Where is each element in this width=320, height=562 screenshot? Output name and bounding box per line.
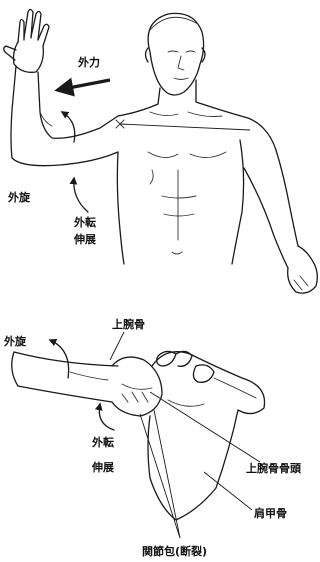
humeral-head-label: 上腕骨骨頭 — [246, 461, 302, 475]
extension-label: 伸展 — [73, 232, 97, 246]
humerus — [12, 352, 118, 402]
humerus-leader — [110, 332, 124, 360]
raised-hand — [4, 10, 49, 73]
force-arrow — [58, 80, 110, 90]
scapula — [148, 351, 265, 520]
top-figure: 外力 外旋 外転 伸展 — [4, 10, 318, 294]
joint-capsule-leader-2 — [154, 410, 180, 538]
abduction-extension-arrow — [74, 178, 88, 212]
abduction-label: 外転 — [73, 215, 96, 229]
lowered-arm — [244, 150, 317, 293]
humeral-head — [112, 357, 162, 416]
shoulder-axis-line — [120, 124, 250, 130]
bottom-extension-label: 伸展 — [91, 460, 115, 474]
force-label: 外力 — [77, 55, 100, 69]
humeral-head-leader — [150, 392, 260, 462]
joint-capsule-leader-1 — [140, 414, 180, 538]
scapula-label: 肩甲骨 — [254, 506, 287, 520]
bottom-abduction-label: 外転 — [91, 435, 114, 449]
bottom-external-rotation-label: 外旋 — [3, 334, 27, 348]
bottom-abduction-extension-arrow — [99, 404, 114, 430]
bottom-external-rotation-arrow — [50, 340, 69, 378]
bottom-figure: 外旋 上腕骨 外転 伸展 上腕骨骨頭 肩甲骨 関節包(断裂) — [3, 317, 302, 558]
scapula-leader — [204, 472, 252, 510]
torso — [117, 140, 243, 264]
humerus-label: 上腕骨 — [112, 317, 145, 331]
neck-shoulders — [118, 80, 276, 150]
joint-capsule-label: 関節包(断裂) — [142, 544, 207, 558]
external-rotation-label: 外旋 — [7, 190, 31, 204]
